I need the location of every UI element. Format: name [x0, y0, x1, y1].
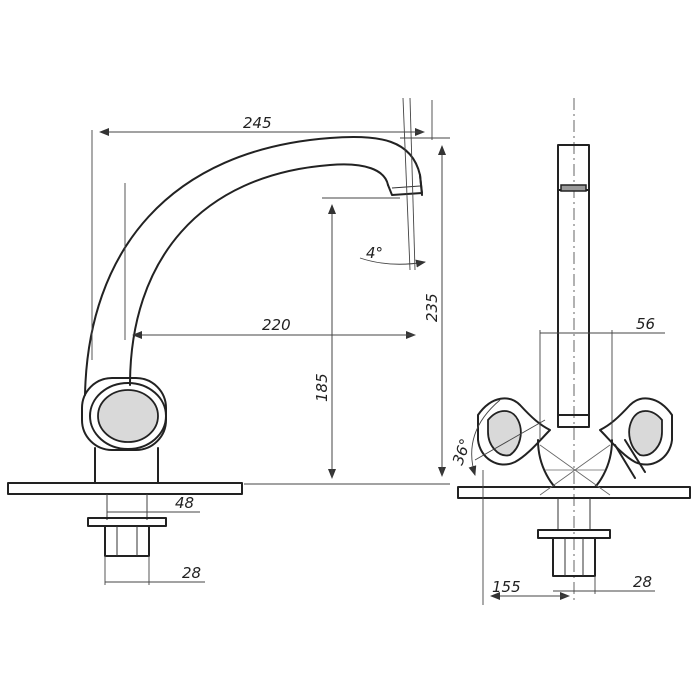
- side-body: [94, 447, 159, 484]
- front-right-handle: [599, 397, 673, 479]
- front-mounting-nut: [537, 498, 611, 577]
- front-body-hatch: [539, 444, 611, 496]
- side-spout-outer: [84, 135, 423, 396]
- dim-spout-tilt-label: 4°: [366, 244, 383, 262]
- dim-shank-width-label: 48: [175, 494, 194, 512]
- dim-total-height-label: 235: [423, 293, 441, 322]
- front-left-handle: [474, 397, 551, 466]
- dim-nut-width-front-label: 28: [633, 573, 652, 591]
- dim-spout-to-body-label: 220: [262, 316, 291, 334]
- front-deck-plate: [457, 486, 691, 499]
- front-spout-column: [557, 144, 590, 428]
- side-handle-knob: [81, 377, 167, 451]
- dim-nut-width-side: 28: [104, 556, 205, 585]
- dim-shank-width: 48: [106, 494, 200, 515]
- dim-spout-reach: 245: [91, 100, 433, 360]
- side-spout-inner: [129, 163, 389, 386]
- side-mounting-nut: [87, 517, 167, 557]
- dim-total-height: 235: [244, 137, 450, 485]
- dim-spout-reach-label: 245: [243, 114, 272, 132]
- dim-outlet-height: 185: [313, 197, 400, 479]
- dim-nut-width-front: 28: [553, 573, 655, 594]
- side-spout-aerator: [387, 174, 423, 196]
- dim-overall-width-label: 155: [492, 578, 521, 596]
- dim-nut-width-side-label: 28: [182, 564, 201, 582]
- side-aerator-detail: [391, 185, 421, 189]
- side-deck-plate: [7, 482, 243, 495]
- side-view: 245 220 185 235 4°: [7, 97, 450, 585]
- dim-handle-angle-label: 36°: [449, 436, 475, 467]
- dim-handle-spacing-label: 56: [636, 315, 655, 333]
- dim-spout-to-body: 220: [124, 183, 416, 340]
- dim-outlet-height-label: 185: [313, 373, 331, 402]
- side-shank: [106, 494, 148, 520]
- front-body: [537, 439, 613, 488]
- front-view: 56 36° 155 28: [449, 98, 691, 605]
- dim-handle-spacing: 56: [539, 315, 665, 440]
- dim-overall-width: 155: [482, 470, 570, 605]
- dim-spout-tilt: 4°: [359, 97, 426, 271]
